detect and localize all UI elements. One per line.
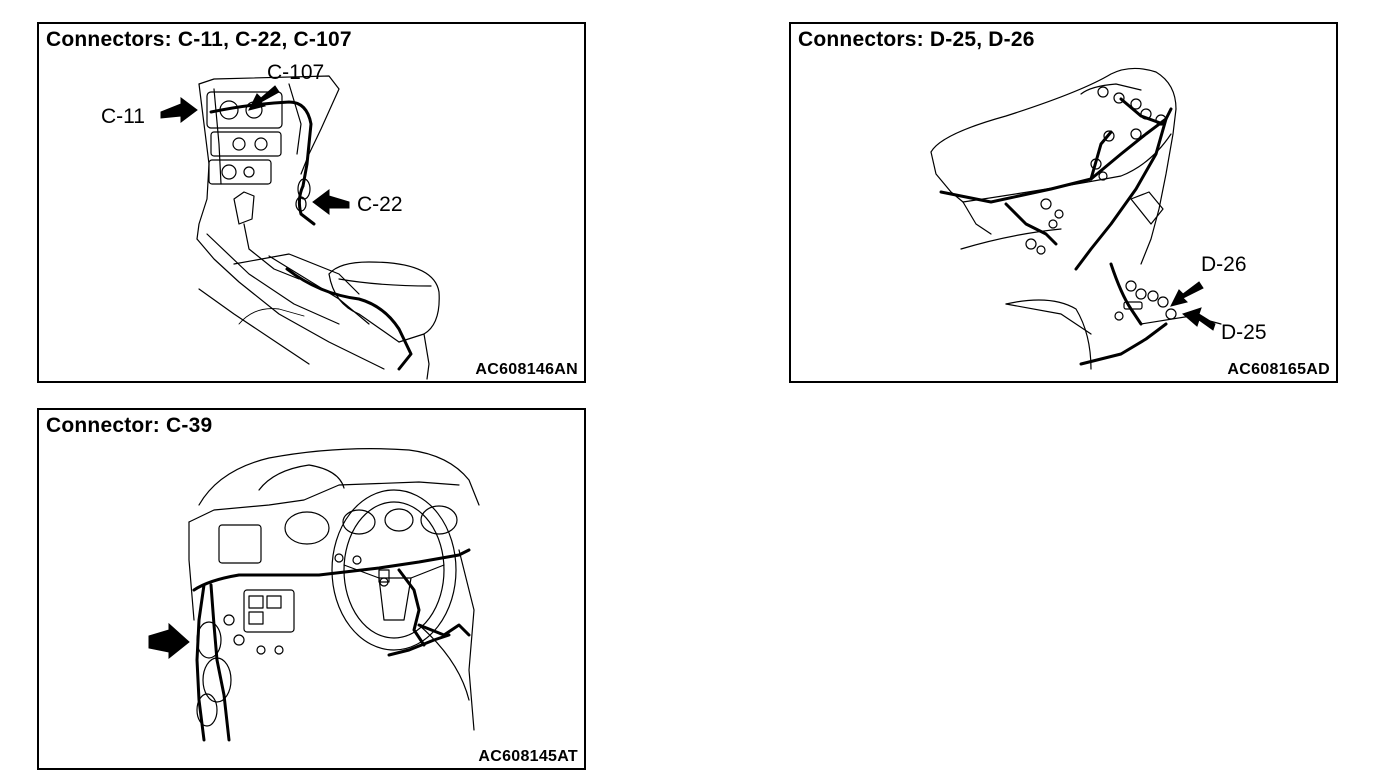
instrument-panel-illustration xyxy=(148,448,480,742)
panel-title: Connector: C-39 xyxy=(46,414,213,437)
panel-title: Connectors: D-25, D-26 xyxy=(798,28,1035,51)
callout-c107: C-107 xyxy=(267,61,325,84)
diagram-panel-c11-c22-c107: Connectors: C-11, C-22, C-107 xyxy=(37,22,586,383)
callout-c11: C-11 xyxy=(101,105,145,128)
callout-d26: D-26 xyxy=(1201,253,1247,276)
panel-title: Connectors: C-11, C-22, C-107 xyxy=(46,28,352,51)
diagram-panel-c39: Connector: C-39 xyxy=(37,408,586,770)
figure-code: AC608146AN xyxy=(475,361,578,378)
figure-code: AC608145AT xyxy=(478,748,578,765)
callout-d25: D-25 xyxy=(1221,321,1267,344)
callout-c22: C-22 xyxy=(357,193,403,216)
center-console-illustration xyxy=(160,75,440,380)
rear-trunk-illustration xyxy=(930,67,1222,370)
diagram-panel-d25-d26: Connectors: D-25, D-26 xyxy=(789,22,1338,383)
figure-code: AC608165AD xyxy=(1227,361,1330,378)
